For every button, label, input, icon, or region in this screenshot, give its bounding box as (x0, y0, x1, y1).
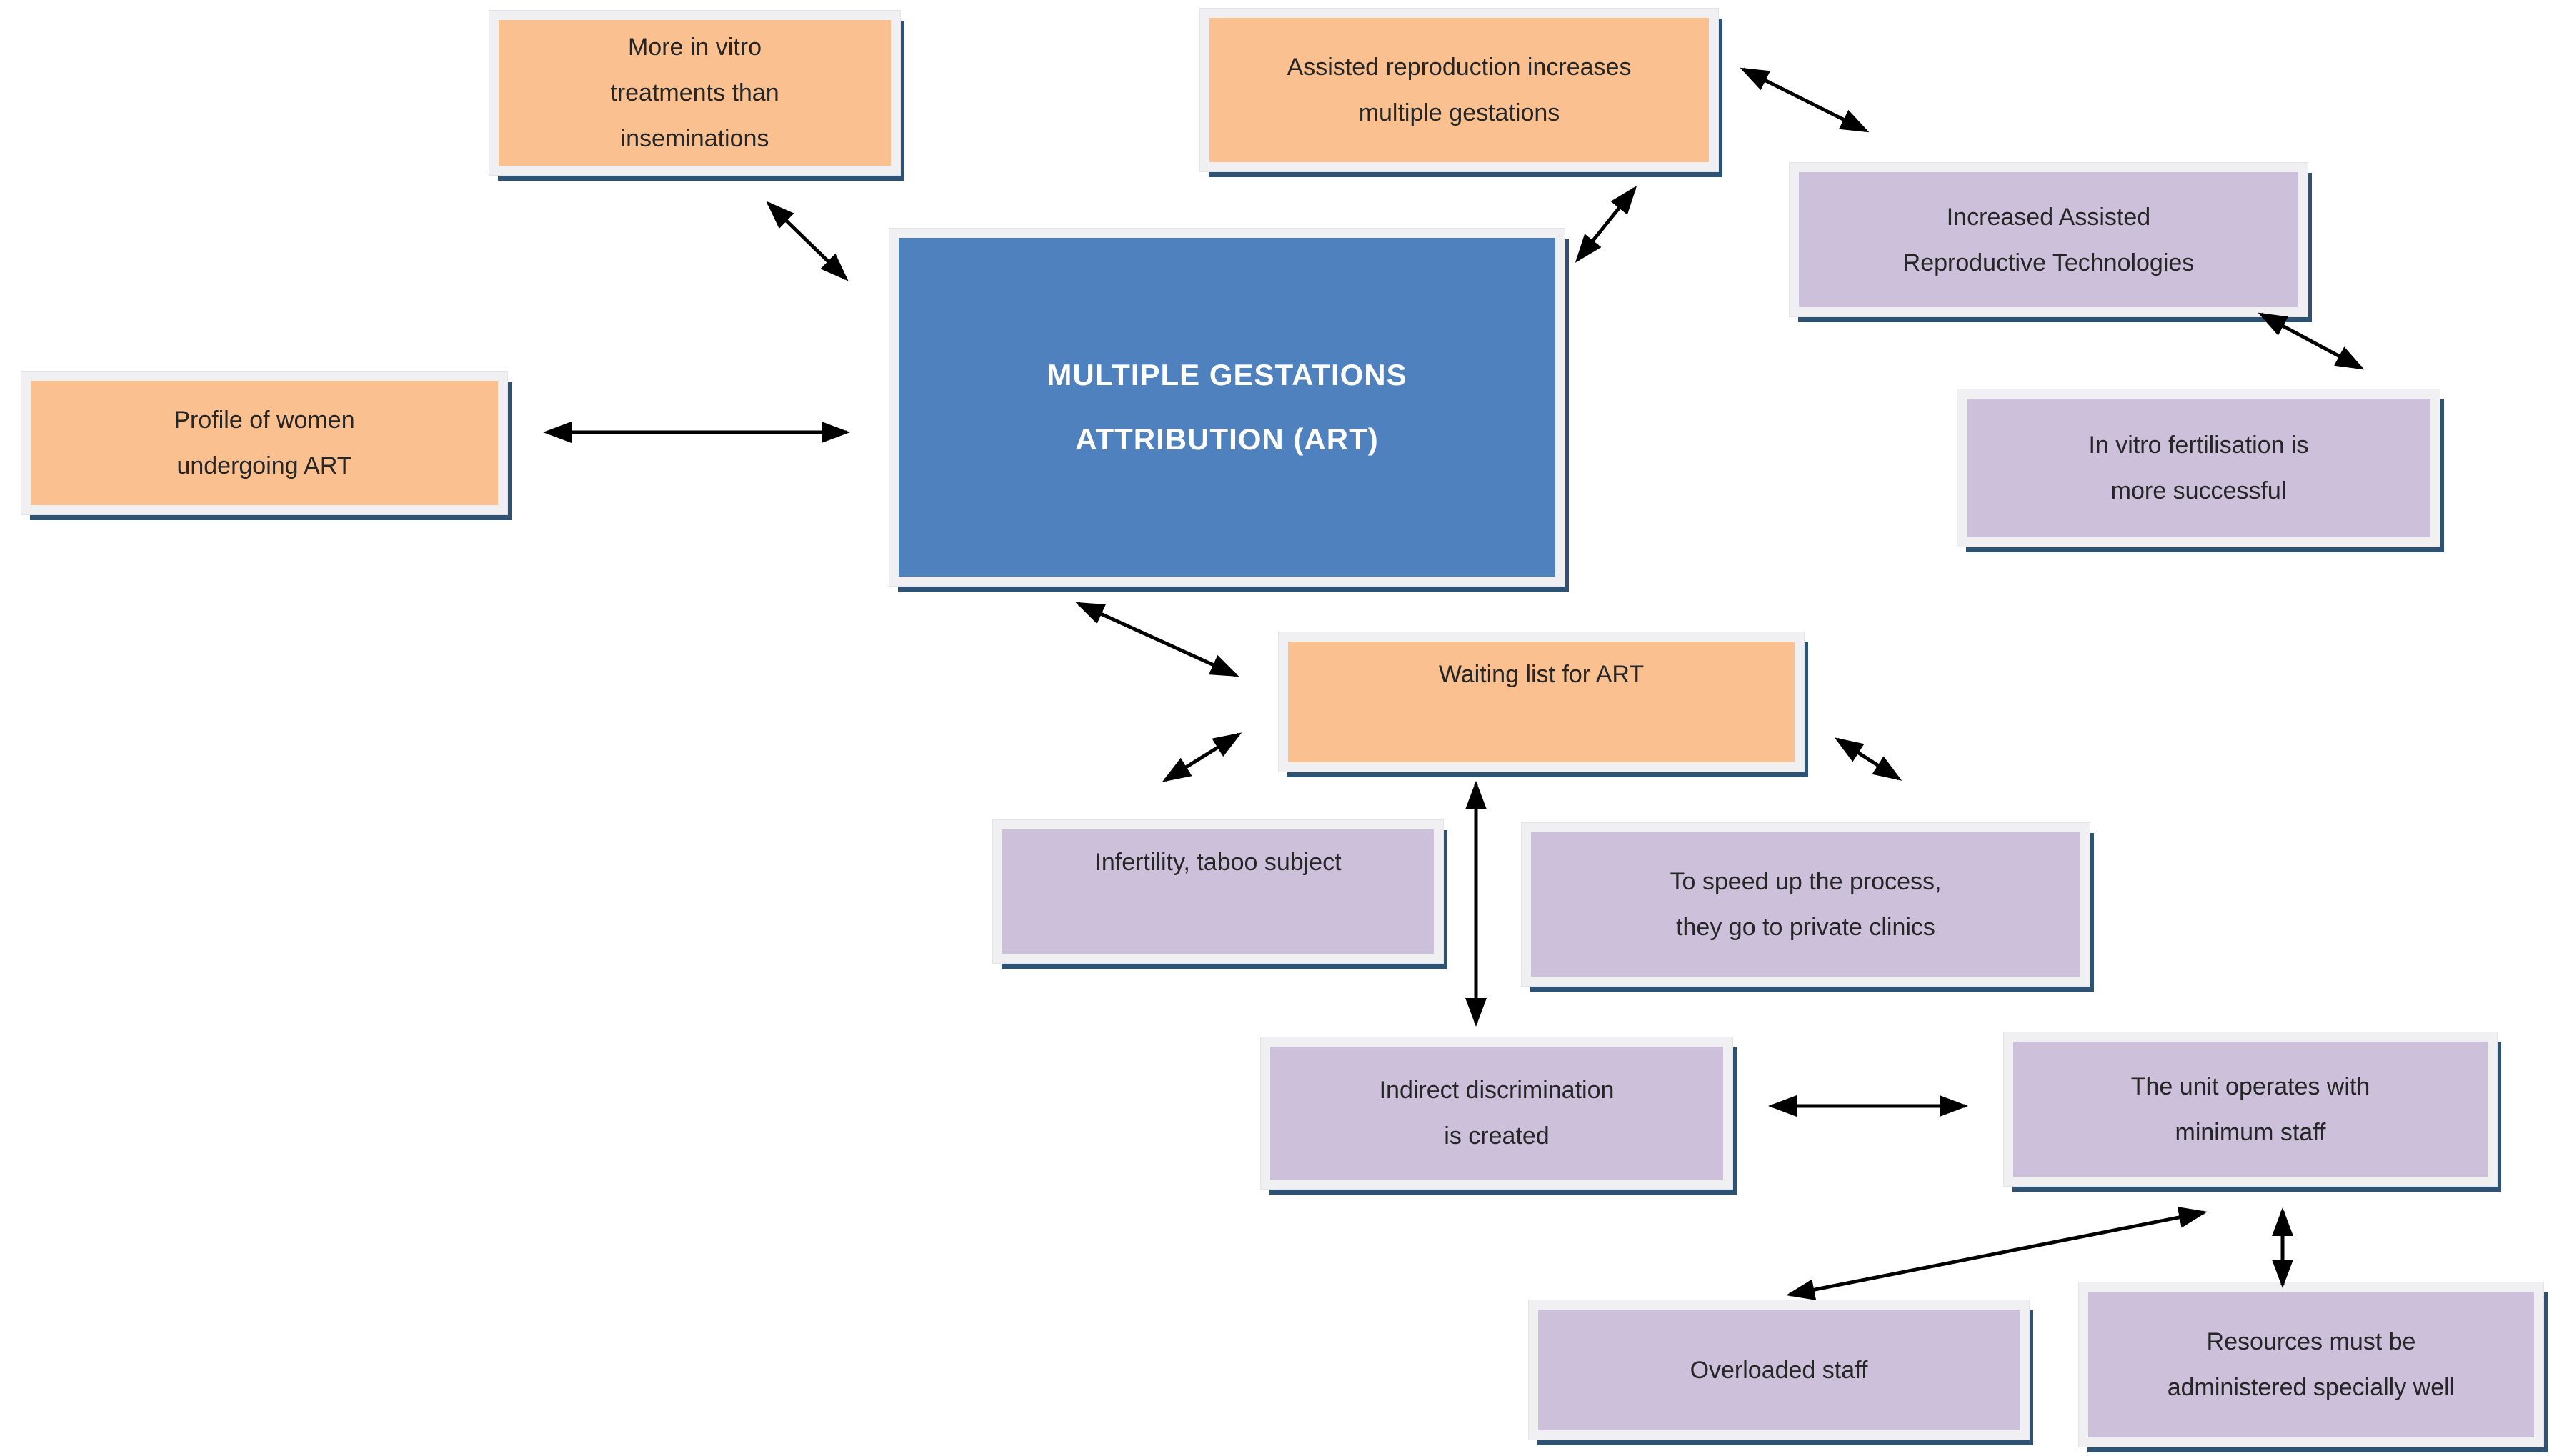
waiting-list-for-art-box: Waiting list for ART (1278, 632, 1805, 772)
multiple-gestations-attribution-label-line: ATTRIBUTION (ART) (1075, 422, 1379, 456)
arrow-increased-art--in-vitro-successful (2258, 312, 2365, 370)
in-vitro-fertilisation-more-successful-label-line: more successful (2110, 477, 2287, 504)
profile-of-women-undergoing-art-label-line: undergoing ART (176, 452, 352, 479)
indirect-discrimination-created-label-line: is created (1444, 1122, 1550, 1150)
increased-assisted-reproductive-technologies-label-line: Increased Assisted (1946, 203, 2151, 231)
overloaded-staff-box: Overloaded staff (1528, 1300, 2030, 1440)
increased-assisted-reproductive-technologies-label-line: Reproductive Technologies (1902, 249, 2195, 276)
in-vitro-fertilisation-more-successful-label-line: In vitro fertilisation is (2088, 432, 2309, 459)
arrow-waiting-list--private-clinics (1834, 737, 1902, 781)
infertility-taboo-subject-label-line: Infertility, taboo subject (1094, 849, 1342, 876)
unit-operates-minimum-staff-box: The unit operates with minimum staff (2003, 1032, 2498, 1187)
speed-up-private-clinics-label-line: To speed up the process, (1670, 868, 1942, 895)
overloaded-staff-label-line: Overloaded staff (1690, 1356, 1868, 1384)
more-in-vitro-treatments-box: More in vitro treatments than insemination… (489, 10, 901, 176)
arrow-waiting-list--infertility (1162, 732, 1242, 782)
arrow-more-in-vitro--central (766, 201, 849, 281)
arrow-central--waiting-list (1075, 602, 1239, 677)
arrow-assisted-reproduction--increased-art (1740, 67, 1870, 133)
arrow-central--assisted-reproduction (1575, 186, 1637, 263)
in-vitro-fertilisation-more-successful-box: In vitro fertilisation is more successful (1957, 389, 2440, 547)
profile-of-women-undergoing-art-label-line: Profile of women (174, 407, 355, 434)
speed-up-private-clinics-box: To speed up the process, they go to priva… (1521, 822, 2090, 987)
unit-operates-minimum-staff-label-line: minimum staff (2175, 1118, 2326, 1146)
unit-operates-minimum-staff-label-line: The unit operates with (2130, 1072, 2370, 1100)
more-in-vitro-treatments-label-line: inseminations (620, 125, 769, 152)
assisted-reproduction-increases-box: Assisted reproduction increases multiple … (1199, 8, 1719, 172)
multiple-gestations-attribution-box: MULTIPLE GESTATIONS ATTRIBUTION (ART) (889, 228, 1565, 587)
resources-administered-well-label-line: Resources must be (2206, 1328, 2416, 1355)
multiple-gestations-attribution-label-line: MULTIPLE GESTATIONS (1047, 358, 1407, 392)
more-in-vitro-treatments-label-line: treatments than (610, 79, 779, 106)
resources-administered-well-box: Resources must be administered specially … (2078, 1282, 2544, 1447)
infertility-taboo-subject-box: Infertility, taboo subject (992, 819, 1444, 964)
assisted-reproduction-increases-label-line: Assisted reproduction increases (1287, 54, 1632, 81)
profile-of-women-undergoing-art-box: Profile of women undergoing ART (21, 371, 508, 515)
waiting-list-for-art-label-line: Waiting list for ART (1438, 661, 1645, 688)
indirect-discrimination-created-label-line: Indirect discrimination (1379, 1077, 1615, 1104)
more-in-vitro-treatments-label-line: More in vitro (627, 34, 762, 61)
assisted-reproduction-increases-label-line: multiple gestations (1358, 99, 1560, 126)
indirect-discrimination-created-box: Indirect discrimination is created (1260, 1037, 1733, 1190)
speed-up-private-clinics-label-line: they go to private clinics (1676, 914, 1935, 941)
resources-administered-well-label-line: administered specially well (2167, 1374, 2455, 1401)
